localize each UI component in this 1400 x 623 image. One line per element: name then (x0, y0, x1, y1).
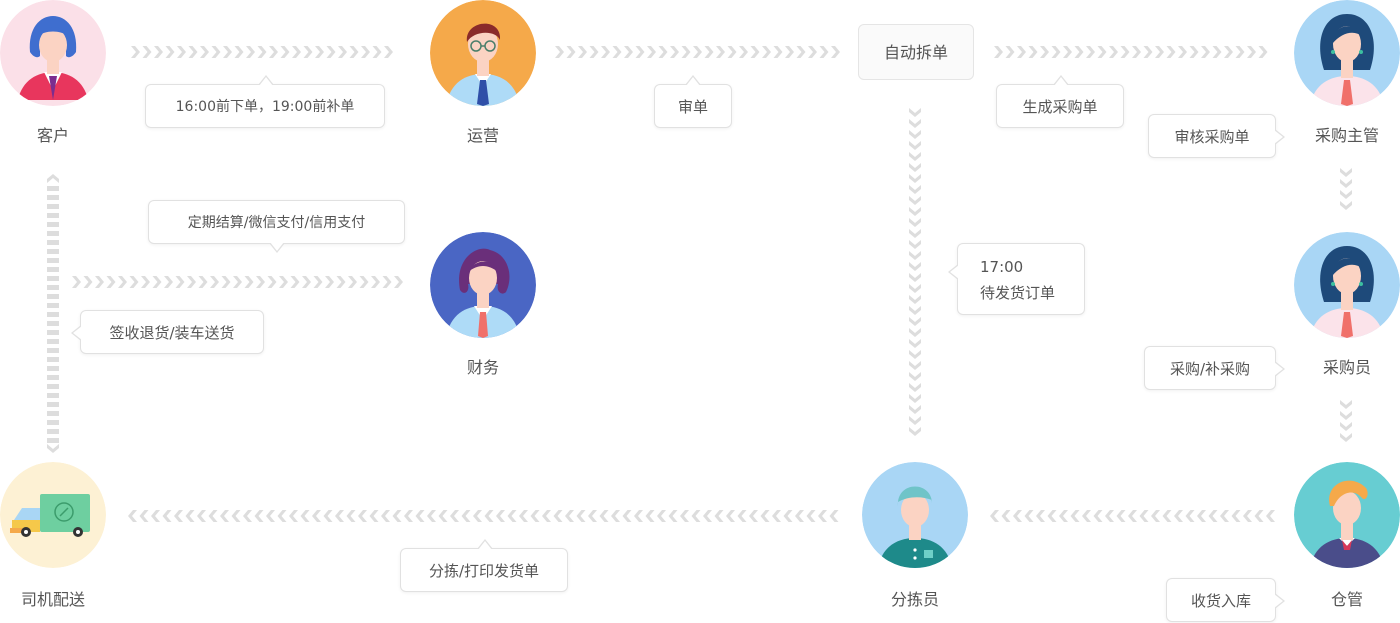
arrow-buyer-to-warehouse (1340, 400, 1352, 442)
generate-po-bubble: 生成采购单 (996, 75, 1124, 128)
sign-deliver-bubble: 签收退货/装车送货 (71, 310, 264, 354)
customer-avatar (0, 0, 106, 106)
review-order-bubble: 审单 (654, 75, 732, 128)
payment-bubble: 定期结算/微信支付/信用支付 (148, 200, 405, 253)
auto-split-box: 自动拆单 (858, 24, 974, 80)
arrow-sorter-to-driver (128, 510, 839, 522)
arrow-warehouse-to-sorter (990, 510, 1275, 522)
arrow-finance-row (72, 276, 403, 288)
order-time-bubble: 16:00前下单，19:00前补单 (145, 75, 385, 128)
purchase-manager-label: 采购主管 (1314, 126, 1379, 145)
operations-label: 运营 (466, 126, 499, 145)
sorter-avatar (862, 462, 968, 568)
buyer-avatar (1294, 232, 1400, 338)
operations-avatar (430, 0, 536, 106)
arrow-customer-driver-line (47, 174, 59, 453)
review-po-bubble: 审核采购单 (1148, 114, 1285, 158)
arrow-customer-to-operations (131, 46, 393, 58)
driver-label: 司机配送 (20, 590, 85, 609)
purchase-bubble: 采购/补采购 (1144, 346, 1285, 390)
warehouse-avatar (1294, 462, 1400, 568)
warehouse-label: 仓管 (1330, 590, 1363, 609)
finance-label: 财务 (466, 358, 499, 377)
sorter-label: 分拣员 (890, 590, 939, 609)
arrow-manager-to-buyer (1340, 168, 1352, 210)
customer-label: 客户 (36, 126, 69, 145)
receive-stock-bubble: 收货入库 (1166, 578, 1285, 622)
pending-time: 17:00 (980, 258, 1024, 276)
driver-avatar (0, 462, 106, 568)
sort-print-bubble: 分拣/打印发货单 (400, 539, 568, 592)
arrow-operations-to-split (555, 46, 840, 58)
arrow-split-to-manager (994, 46, 1268, 58)
arrow-split-to-sorter (909, 108, 921, 436)
finance-avatar (430, 232, 536, 338)
pending-orders-bubble: 17:00 待发货订单 (948, 243, 1085, 315)
buyer-label: 采购员 (1322, 358, 1371, 377)
purchase-manager-avatar (1294, 0, 1400, 106)
pending-label: 待发货订单 (980, 284, 1056, 302)
